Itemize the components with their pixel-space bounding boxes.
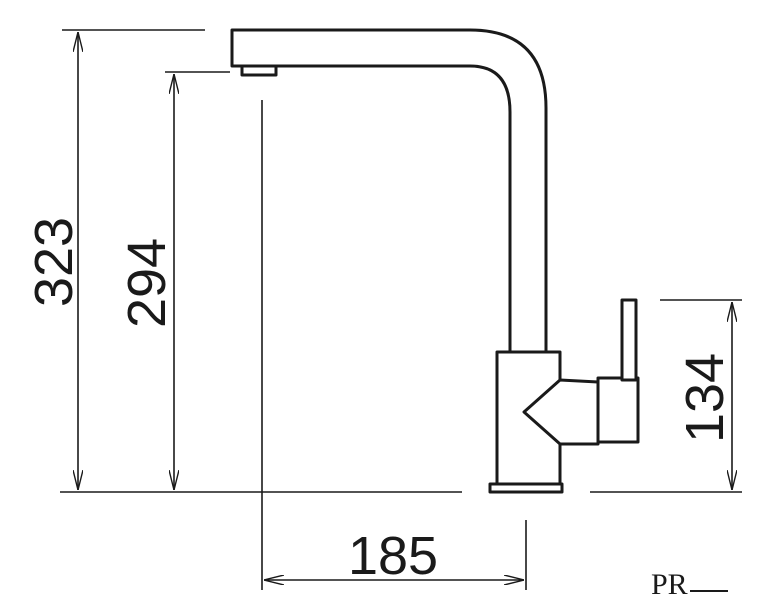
lever-handle xyxy=(596,376,640,444)
faucet-spout xyxy=(230,28,548,354)
brand-logo: PR xyxy=(651,568,728,601)
dimension-reach: 185 xyxy=(348,526,438,586)
faucet-outline xyxy=(230,28,640,494)
dimension-lines xyxy=(78,32,732,580)
faucet-base-plate xyxy=(488,482,564,494)
dimension-lever-height: 134 xyxy=(675,353,735,443)
lever-connector xyxy=(522,378,600,446)
extension-lines xyxy=(60,29,742,590)
spout-outlet-aerator xyxy=(240,64,278,77)
brand-logo-mark: PR xyxy=(651,568,688,601)
lever-stem xyxy=(620,298,638,382)
dimension-overall-height: 323 xyxy=(24,217,84,307)
dimension-spout-height: 294 xyxy=(117,238,177,328)
